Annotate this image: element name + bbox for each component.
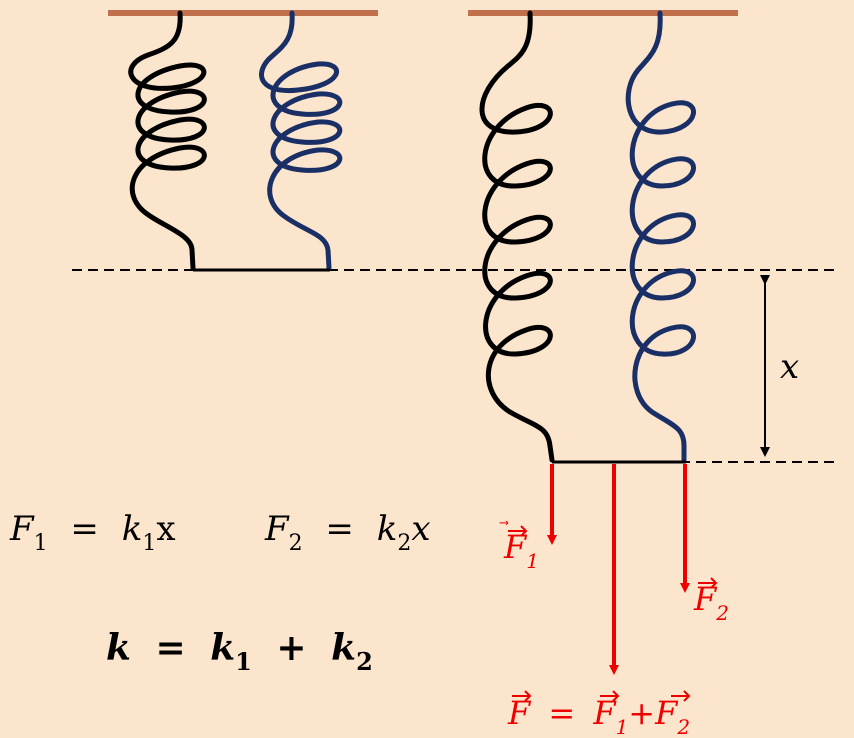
force-label-f1: F1 ⃗: [499, 520, 539, 573]
force-label-f2: F2: [693, 577, 729, 625]
spring-left-stretched: [479, 10, 555, 463]
extension-label: x: [780, 347, 799, 387]
spring-left-unstretched: [128, 10, 207, 271]
force-label-total: F = F1+F2: [507, 690, 691, 738]
equation-f2: F2 = k2x: [264, 509, 431, 559]
svg-text:F = F1+F2: F = F1+F2: [507, 694, 690, 738]
equation-k-sum: k = k1 + k2: [106, 627, 373, 679]
spring-right-unstretched: [259, 10, 343, 271]
svg-text:⃗: ⃗: [499, 520, 509, 525]
spring-right-stretched: [625, 10, 696, 463]
equation-f1: F1 = k1x: [9, 509, 176, 559]
